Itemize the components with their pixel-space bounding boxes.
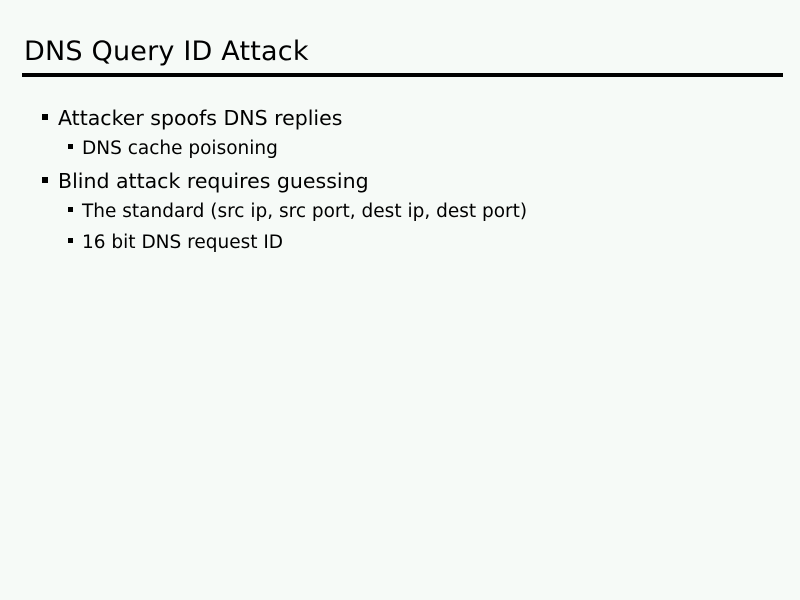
page-title: DNS Query ID Attack [24, 36, 309, 67]
slide-title-block: DNS Query ID Attack [24, 36, 784, 68]
list-item: Attacker spoofs DNS replies [0, 106, 800, 138]
list-item: 16 bit DNS request ID [0, 232, 800, 263]
list-item: The standard (src ip, src port, dest ip,… [0, 201, 800, 232]
bullet-square-icon [68, 207, 73, 212]
title-divider [22, 73, 783, 77]
list-item-label: Attacker spoofs DNS replies [58, 106, 343, 130]
list-item: DNS cache poisoning [0, 138, 800, 169]
bullet-square-icon [68, 238, 73, 243]
list-item-label: The standard (src ip, src port, dest ip,… [82, 201, 528, 222]
list-item: Blind attack requires guessing [0, 169, 800, 201]
list-item-label: 16 bit DNS request ID [82, 232, 284, 253]
slide-body: Attacker spoofs DNS replies DNS cache po… [0, 106, 800, 263]
bullet-square-icon [42, 114, 48, 120]
list-item-label: Blind attack requires guessing [58, 169, 369, 193]
bullet-square-icon [68, 144, 73, 149]
bullet-square-icon [42, 177, 48, 183]
list-item-label: DNS cache poisoning [82, 138, 278, 159]
